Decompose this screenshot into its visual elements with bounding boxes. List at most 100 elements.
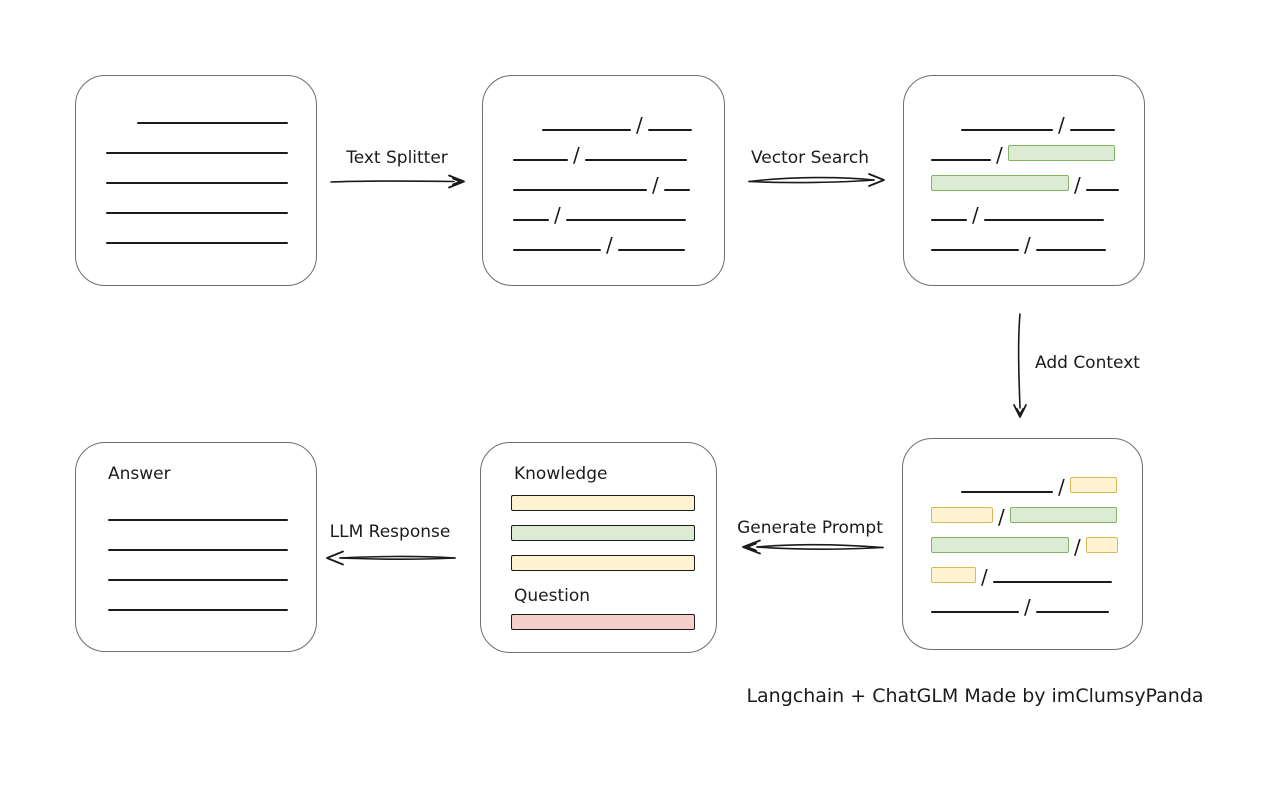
green-chip	[511, 525, 695, 541]
split-chunks-box: / / / / /	[482, 75, 725, 286]
chunk-separator-slash: /	[554, 203, 561, 227]
answer-box: Answer	[75, 442, 317, 652]
text-line	[513, 159, 568, 161]
llm-response-label: LLM Response	[329, 522, 451, 542]
footer-caption: Langchain + ChatGLM Made by imClumsyPand…	[746, 685, 1204, 707]
text-row	[108, 595, 288, 611]
text-line	[106, 152, 288, 154]
text-line	[106, 242, 288, 244]
chunk-separator-slash: /	[996, 143, 1003, 167]
answer-lines	[108, 505, 288, 625]
context-chunks-lines: / / / / /	[931, 477, 1118, 627]
text-line	[931, 611, 1019, 613]
text-line	[106, 212, 288, 214]
chunk-separator-slash: /	[606, 233, 613, 257]
chunk-separator-slash: /	[1074, 535, 1081, 559]
text-row: /	[513, 235, 692, 255]
text-splitter-label: Text Splitter	[346, 148, 448, 168]
indent-gap	[106, 123, 137, 124]
text-line	[513, 249, 601, 251]
red-chip	[511, 614, 695, 630]
text-line	[617, 249, 685, 251]
text-line	[513, 219, 549, 221]
text-row	[108, 535, 288, 551]
yellow-chip	[511, 555, 695, 571]
green-highlight-chip	[931, 175, 1069, 191]
text-row	[106, 138, 288, 154]
indent-gap	[513, 130, 542, 131]
text-row	[106, 198, 288, 214]
yellow-chip	[511, 495, 695, 511]
green-highlight-chip	[1009, 507, 1117, 523]
text-row: /	[931, 507, 1118, 527]
text-line	[647, 129, 692, 131]
text-line	[1035, 611, 1109, 613]
text-line	[1035, 249, 1106, 251]
add-context-label: Add Context	[1035, 353, 1140, 373]
text-row	[106, 168, 288, 184]
chunk-separator-slash: /	[1058, 475, 1065, 499]
arrow-left-icon	[742, 539, 884, 555]
vector-search-label: Vector Search	[751, 148, 869, 168]
indent-gap	[931, 492, 961, 493]
arrow-down-icon	[1013, 313, 1027, 418]
text-line	[108, 549, 288, 551]
text-row: /	[513, 145, 692, 165]
text-line	[931, 249, 1019, 251]
green-highlight-chip	[1007, 145, 1115, 161]
text-line	[108, 609, 288, 611]
knowledge-label: Knowledge	[514, 464, 608, 484]
answer-label: Answer	[108, 464, 171, 484]
indent-gap	[931, 130, 961, 131]
text-row: /	[931, 175, 1119, 195]
text-line	[931, 219, 967, 221]
chunk-separator-slash: /	[573, 143, 580, 167]
text-line	[983, 219, 1104, 221]
yellow-highlight-chip	[931, 567, 976, 583]
text-row: /	[931, 205, 1119, 225]
chunk-separator-slash: /	[1024, 233, 1031, 257]
source-document-box	[75, 75, 317, 286]
green-highlight-chip	[931, 537, 1069, 553]
chunk-separator-slash: /	[1074, 173, 1081, 197]
text-row: /	[513, 205, 692, 225]
text-row: /	[931, 145, 1119, 165]
chunk-separator-slash: /	[972, 203, 979, 227]
yellow-highlight-chip	[931, 507, 993, 523]
chunk-separator-slash: /	[636, 113, 643, 137]
text-row: /	[513, 115, 692, 135]
text-row	[106, 228, 288, 244]
arrow-right-icon	[748, 173, 885, 187]
text-line	[513, 189, 647, 191]
text-row: /	[931, 597, 1118, 617]
text-row	[108, 565, 288, 581]
yellow-highlight-chip	[1069, 477, 1117, 493]
text-line	[565, 219, 686, 221]
text-line	[1069, 129, 1115, 131]
yellow-highlight-chip	[1085, 537, 1118, 553]
text-row: /	[931, 477, 1118, 497]
split-chunks-lines: / / / / /	[513, 115, 692, 265]
text-row: /	[931, 235, 1119, 255]
arrow-left-icon	[326, 550, 456, 566]
arrow-right-icon	[330, 174, 465, 189]
question-label: Question	[514, 586, 591, 606]
vector-search-results-box: /////	[903, 75, 1145, 286]
text-line	[542, 129, 631, 131]
chunk-separator-slash: /	[981, 565, 988, 589]
text-row: /	[931, 537, 1118, 557]
text-row: /	[513, 175, 692, 195]
chunk-separator-slash: /	[998, 505, 1005, 529]
text-row	[108, 505, 288, 521]
text-line	[108, 519, 288, 521]
text-line	[106, 182, 288, 184]
text-line	[137, 122, 288, 124]
text-line	[1085, 189, 1119, 191]
text-line	[584, 159, 687, 161]
vector-search-results-lines: /////	[931, 115, 1119, 265]
text-row	[106, 108, 288, 124]
source-document-lines	[106, 108, 288, 258]
question-chips	[511, 614, 695, 630]
text-line	[961, 491, 1053, 493]
